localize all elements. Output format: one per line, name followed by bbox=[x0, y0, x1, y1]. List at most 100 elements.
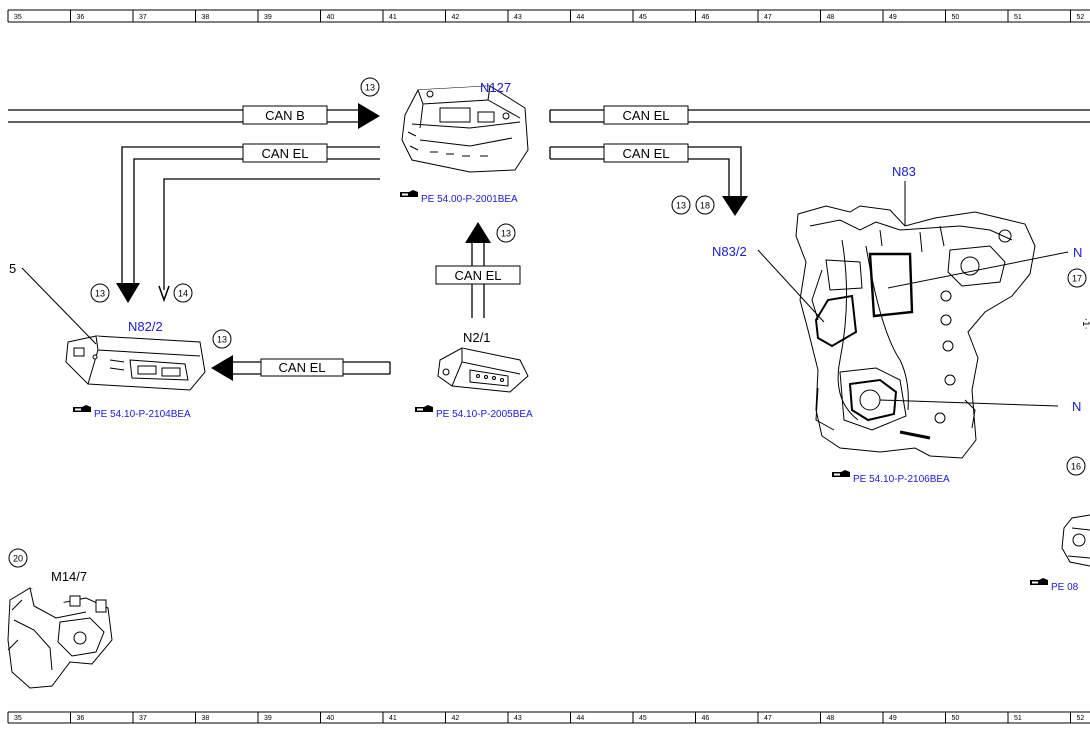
ruler-number: 51 bbox=[1014, 715, 1022, 722]
can-el-label-4: CAN EL bbox=[455, 268, 502, 283]
component-n83[interactable]: N83 N83/2 N bbox=[712, 164, 1082, 485]
left-edge-callout: 5 bbox=[9, 261, 97, 345]
m14-7-label: M14/7 bbox=[51, 569, 87, 584]
can-el-to-n82-2: CAN EL bbox=[211, 355, 391, 381]
ruler-number: 37 bbox=[139, 14, 147, 21]
n83-label: N83 bbox=[892, 164, 916, 179]
ruler-number: 50 bbox=[952, 715, 960, 722]
marker-13-n127[interactable]: 13 bbox=[360, 77, 380, 97]
ruler-number: 46 bbox=[702, 14, 710, 21]
edge-component-drawing bbox=[1061, 514, 1090, 567]
marker-17-edge[interactable]: 17 bbox=[1067, 268, 1087, 288]
marker-13-can-el-n82-2[interactable]: 13 bbox=[212, 329, 232, 349]
arrow-left-icon bbox=[211, 355, 233, 381]
n127-module-drawing bbox=[401, 85, 529, 173]
ruler-number: 39 bbox=[264, 715, 272, 722]
ruler-number: 35 bbox=[14, 715, 22, 722]
svg-text:13: 13 bbox=[95, 289, 105, 299]
can-el-n2-1-to-n127: CAN EL bbox=[435, 222, 521, 318]
hand-pointer-icon bbox=[415, 405, 433, 412]
n83-2-label: N83/2 bbox=[712, 244, 747, 259]
n83-valve-body-drawing bbox=[795, 205, 1036, 459]
edge-n-top-label: N bbox=[1073, 245, 1082, 260]
ruler-number: 45 bbox=[639, 14, 647, 21]
ruler-number: 48 bbox=[827, 14, 835, 21]
ruler-number: 35 bbox=[14, 14, 22, 21]
n82-2-module-drawing bbox=[65, 335, 206, 391]
marker-16-edge[interactable]: 16 bbox=[1066, 456, 1086, 476]
marker-18-n83[interactable]: 18 bbox=[695, 195, 715, 215]
hand-pointer-icon bbox=[400, 190, 418, 197]
n82-2-label: N82/2 bbox=[128, 319, 163, 334]
ruler-number: 43 bbox=[514, 715, 522, 722]
ruler-number: 46 bbox=[702, 715, 710, 722]
ruler-number: 41 bbox=[389, 715, 397, 722]
edge-vertical-marks: ·1· bbox=[1080, 318, 1090, 329]
n2-1-sensor-drawing bbox=[437, 347, 529, 393]
ruler-number: 42 bbox=[452, 715, 460, 722]
can-el-n127-to-right: CAN EL bbox=[549, 105, 1090, 125]
hand-pointer-icon bbox=[1030, 578, 1048, 585]
marker-13-n82-2-left[interactable]: 13 bbox=[90, 283, 110, 303]
ruler-number: 49 bbox=[889, 715, 897, 722]
hand-pointer-icon bbox=[73, 405, 91, 412]
ruler-number: 49 bbox=[889, 14, 897, 21]
arrow-up-icon bbox=[465, 222, 491, 243]
component-m14-7[interactable]: M14/7 bbox=[7, 569, 113, 689]
arrow-right-icon bbox=[358, 103, 380, 129]
ruler-number: 40 bbox=[327, 715, 335, 722]
can-el-n127-to-n82-2: CAN EL bbox=[116, 143, 380, 303]
can-b-connection: CAN B bbox=[8, 103, 380, 129]
ruler-number: 47 bbox=[764, 14, 772, 21]
component-n127[interactable]: N127 PE 54.00-P-2001BEA bbox=[400, 80, 529, 205]
ruler-number: 37 bbox=[139, 715, 147, 722]
arrow-down-icon bbox=[722, 196, 748, 216]
hand-pointer-icon bbox=[832, 470, 850, 477]
svg-text:13: 13 bbox=[365, 83, 375, 93]
n83-reference-link[interactable]: PE 54.10-P-2106BEA bbox=[853, 474, 950, 485]
can-el-label-3: CAN EL bbox=[623, 146, 670, 161]
svg-text:16: 16 bbox=[1071, 462, 1081, 472]
marker-14-n82-2[interactable]: 14 bbox=[173, 283, 193, 303]
n2-1-label: N2/1 bbox=[463, 330, 490, 345]
svg-text:14: 14 bbox=[178, 289, 188, 299]
can-b-label: CAN B bbox=[265, 108, 305, 123]
edge-left-number: 5 bbox=[9, 261, 16, 276]
edge-reference-link[interactable]: PE 08 bbox=[1051, 582, 1079, 593]
ruler-number: 41 bbox=[389, 14, 397, 21]
ruler-number: 38 bbox=[202, 14, 210, 21]
ruler-number: 36 bbox=[77, 715, 85, 722]
marker-20-m14-7[interactable]: 20 bbox=[8, 548, 28, 568]
ruler-number: 38 bbox=[202, 715, 210, 722]
ruler-number: 52 bbox=[1077, 715, 1085, 722]
svg-text:13: 13 bbox=[501, 229, 511, 239]
can-el-label-5: CAN EL bbox=[279, 360, 326, 375]
arrow-down-icon bbox=[116, 283, 140, 303]
component-edge-partial[interactable]: PE 08 ·1· bbox=[1030, 318, 1090, 593]
svg-text:13: 13 bbox=[676, 201, 686, 211]
ruler-number: 51 bbox=[1014, 14, 1022, 21]
m14-7-motor-drawing bbox=[7, 587, 113, 689]
n2-1-reference-link[interactable]: PE 54.10-P-2005BEA bbox=[436, 409, 533, 420]
n127-reference-link[interactable]: PE 54.00-P-2001BEA bbox=[421, 194, 518, 205]
component-n2-1[interactable]: N2/1 PE 54.10-P-2005BEA bbox=[415, 330, 533, 420]
can-el-n127-to-n83: CAN EL bbox=[549, 143, 748, 216]
marker-13-n2-1[interactable]: 13 bbox=[496, 223, 516, 243]
ruler-number: 50 bbox=[952, 14, 960, 21]
n127-label: N127 bbox=[480, 80, 511, 95]
svg-text:·1·: ·1· bbox=[1080, 318, 1090, 329]
svg-text:17: 17 bbox=[1072, 274, 1082, 284]
component-n82-2[interactable]: N82/2 PE 54.10-P-2104BEA bbox=[65, 319, 206, 420]
ruler-number: 36 bbox=[77, 14, 85, 21]
ruler-number: 52 bbox=[1077, 14, 1085, 21]
ruler-number: 43 bbox=[514, 14, 522, 21]
ruler-number: 42 bbox=[452, 14, 460, 21]
can-el-label-2: CAN EL bbox=[623, 108, 670, 123]
n82-2-reference-link[interactable]: PE 54.10-P-2104BEA bbox=[94, 409, 191, 420]
svg-text:13: 13 bbox=[217, 335, 227, 345]
marker-13-n83[interactable]: 13 bbox=[671, 195, 691, 215]
ruler-number: 44 bbox=[577, 715, 585, 722]
